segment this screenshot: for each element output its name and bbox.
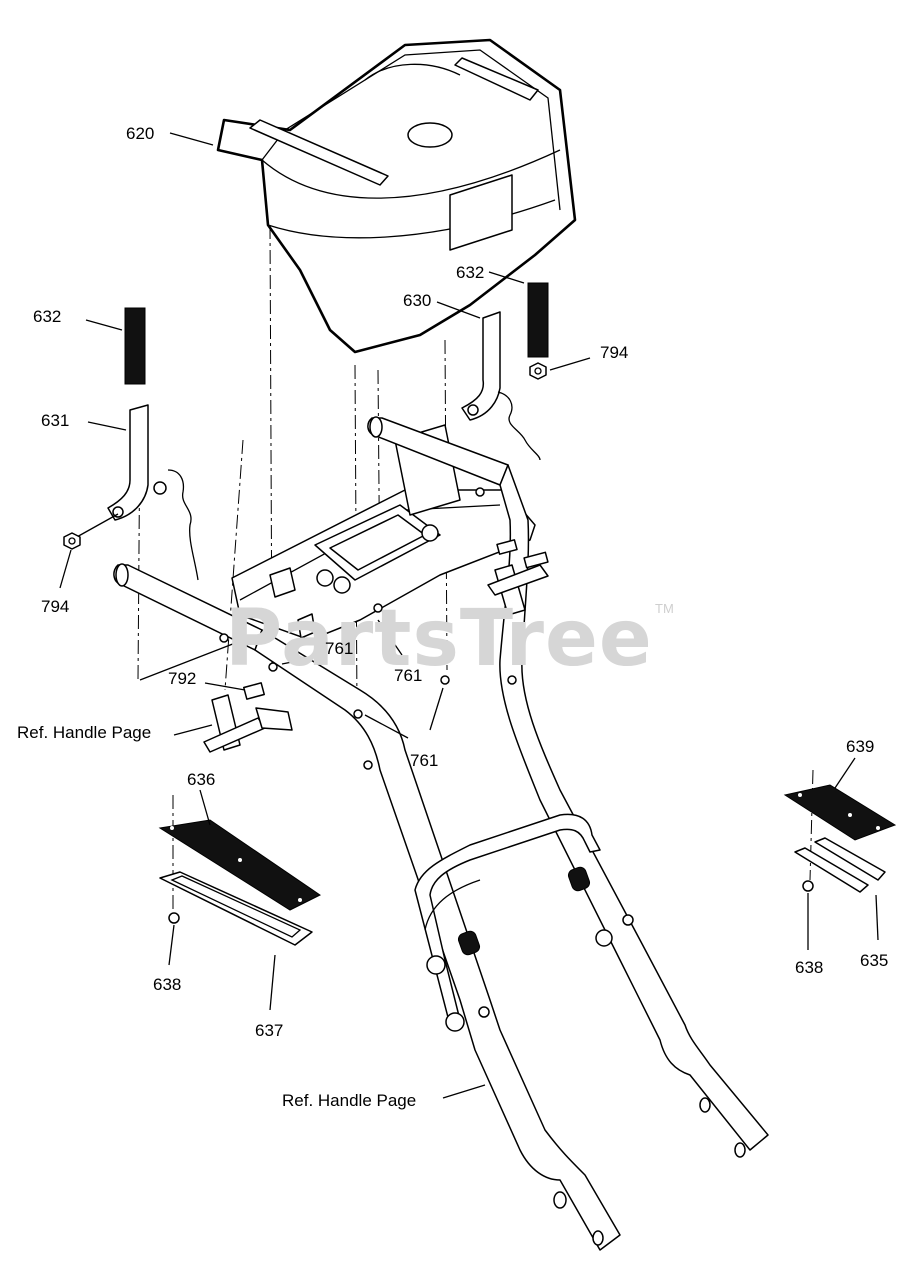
handle-crossbar [414,813,634,1032]
nut-794-right [529,362,547,380]
label-637: 637 [255,1021,284,1040]
handle-upper [113,416,509,651]
label-ref-handle-page-bottom: Ref. Handle Page [282,1091,417,1110]
handle-left-arm [254,629,621,1251]
label-792: 792 [168,669,197,688]
nut-794-left [63,532,81,550]
label-794-left: 794 [41,597,70,616]
plate-639 [783,784,897,841]
bracket-630 [461,311,541,461]
plate-635 [794,837,886,893]
screws-761 [268,603,450,719]
label-794-right: 794 [600,343,629,362]
watermark-trademark: TM [655,601,674,616]
label-636: 636 [187,770,216,789]
washer-638-left [168,912,180,924]
pivot-block-left [203,682,293,753]
cover-620 [216,38,577,354]
label-632-left: 632 [33,307,62,326]
label-638-left: 638 [153,975,182,994]
pivot-block-right [487,539,549,616]
label-635: 635 [860,951,889,970]
label-761-c: 761 [410,751,439,770]
label-761-b: 761 [394,666,423,685]
plate-637 [159,871,313,946]
decal-632-right [527,282,549,358]
bracket-631 [74,404,199,581]
washer-638-right [802,880,814,892]
leader-lines [59,132,879,1099]
label-630: 630 [403,291,432,310]
label-632-right: 632 [456,263,485,282]
label-639: 639 [846,737,875,756]
watermark-text: PartsTree [225,594,653,684]
label-761-a: 761 [325,639,354,658]
plate-636 [158,819,321,911]
label-ref-handle-page-left: Ref. Handle Page [17,723,152,742]
handle-right-arm [499,464,769,1158]
label-631: 631 [41,411,70,430]
decal-632-left [124,307,146,385]
label-638-right: 638 [795,958,824,977]
alignment-lines [137,224,814,915]
label-620: 620 [126,124,155,143]
